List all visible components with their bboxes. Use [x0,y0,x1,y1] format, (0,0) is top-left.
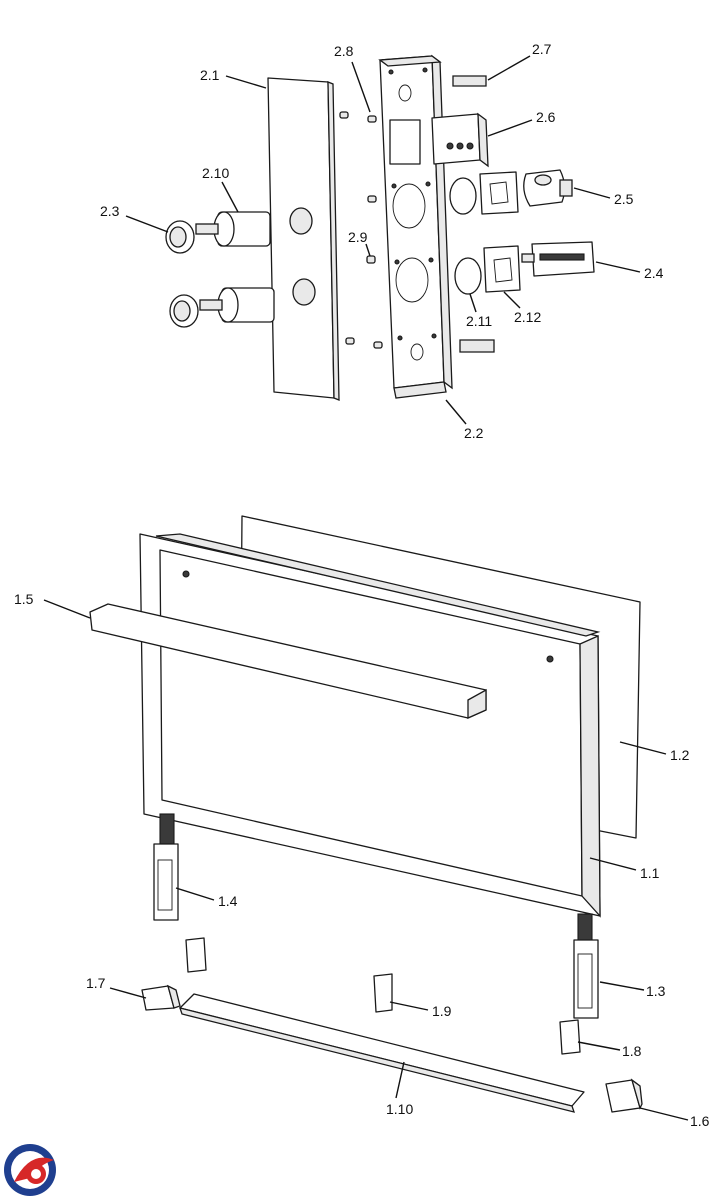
control-panel-assembly [165,54,595,401]
callout-1-9: 1.9 [432,1003,452,1019]
callout-labels: 2.1 2.2 2.3 2.4 2.5 2.6 2.7 2.8 2.9 2.10… [14,41,710,1129]
callout-1-8: 1.8 [622,1043,642,1059]
callout-2-3: 2.3 [100,203,120,219]
callout-1-5: 1.5 [14,591,34,607]
callout-2-5: 2.5 [614,191,634,207]
callout-2-8: 2.8 [334,43,354,59]
callout-2-4: 2.4 [644,265,664,281]
callout-2-9: 2.9 [348,229,368,245]
callout-1-6: 1.6 [690,1113,710,1129]
callout-2-2: 2.2 [464,425,484,441]
bottom-trim [179,993,585,1113]
fascia-panel [267,77,340,401]
callout-1-3: 1.3 [646,983,666,999]
brand-logo [4,1144,56,1196]
door-clips [141,937,643,1113]
callout-2-1: 2.1 [200,67,220,83]
standoff-studs [339,111,383,349]
thermostat [523,169,573,207]
switch-box [431,112,489,168]
energy-regulator [521,241,595,277]
callout-2-7: 2.7 [532,41,552,57]
callout-2-6: 2.6 [536,109,556,125]
control-knobs [165,211,275,328]
door-assembly [89,515,643,1113]
callout-1-1: 1.1 [640,865,660,881]
mounting-bracket [378,54,453,399]
door-frame [139,533,601,918]
retaining-clips [452,75,495,353]
door-hinges [153,813,599,1019]
callout-1-4: 1.4 [218,893,238,909]
callout-1-2: 1.2 [670,747,690,763]
callout-2-11: 2.11 [466,313,492,329]
callout-1-10: 1.10 [386,1101,413,1117]
door-handle [89,603,487,720]
callout-2-12: 2.12 [514,309,541,325]
callout-1-7: 1.7 [86,975,106,991]
callout-2-10: 2.10 [202,165,229,181]
knob-gaskets [449,171,521,295]
